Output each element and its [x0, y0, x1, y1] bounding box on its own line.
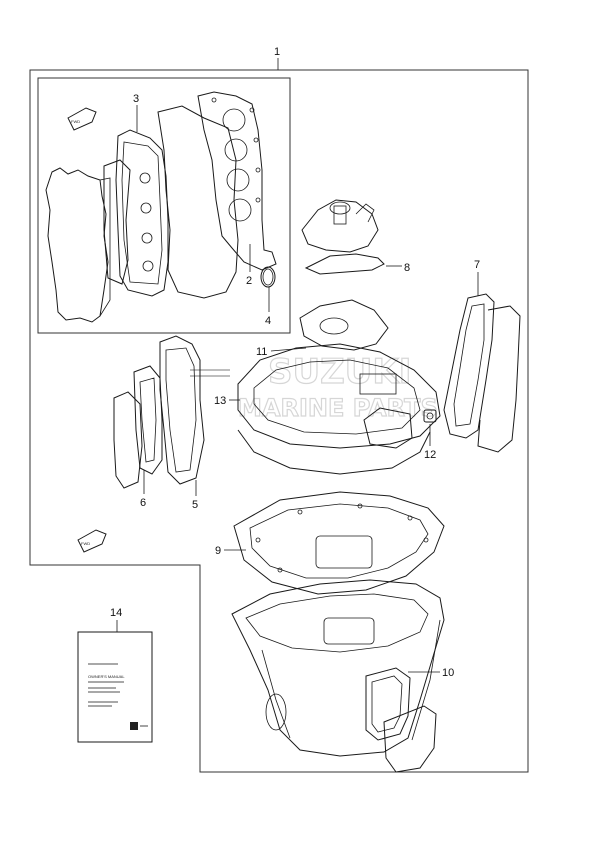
callout-13: 13: [214, 395, 240, 407]
callout-3: 3: [133, 93, 139, 132]
block-plate-gasket: [237, 343, 441, 449]
lower-cover-gasket: [365, 667, 437, 773]
svg-text:9: 9: [215, 545, 221, 557]
callout-2: 2: [246, 244, 252, 287]
head-cover-gasket: [115, 129, 169, 297]
callout-4: 4: [265, 287, 271, 327]
svg-text:SUZUKI: SUZUKI: [268, 352, 411, 392]
svg-text:14: 14: [110, 607, 122, 619]
o-ring-seal: [260, 266, 276, 288]
pan-cover-plate: [113, 391, 143, 489]
callout-6: 6: [140, 470, 146, 509]
callout-10: 10: [408, 667, 454, 679]
svg-text:FWD: FWD: [81, 541, 90, 546]
oil-strainer-gasket: [133, 365, 163, 475]
callout-12: 12: [424, 424, 436, 461]
svg-text:2: 2: [246, 275, 252, 287]
oil-seal: [423, 409, 437, 423]
svg-text:MARINE PARTS: MARINE PARTS: [238, 394, 438, 422]
svg-text:7: 7: [474, 259, 480, 271]
svg-text:10: 10: [442, 667, 454, 679]
svg-text:11: 11: [256, 346, 267, 358]
svg-text:8: 8: [404, 262, 410, 274]
thermostat-gasket: [304, 253, 385, 275]
callout-7: 7: [474, 259, 480, 296]
drive-shaft-housing: [231, 579, 445, 757]
cylinder-head-gasket: [197, 91, 277, 271]
svg-text:4: 4: [265, 315, 271, 327]
suzuki-logo-icon: [130, 722, 138, 730]
svg-text:12: 12: [424, 449, 436, 461]
svg-text:13: 13: [214, 395, 226, 407]
callout-14: 14: [110, 607, 122, 632]
thermostat-housing: [301, 199, 379, 253]
kit-frame: [29, 69, 529, 773]
callout-5: 5: [192, 480, 198, 511]
callout-8: 8: [386, 262, 410, 274]
watermark: SUZUKI MARINE PARTS: [190, 351, 438, 423]
block-lower-case: [237, 429, 431, 475]
svg-text:FWD: FWD: [71, 119, 80, 124]
upper-cover-plate: [299, 299, 389, 351]
svg-text:3: 3: [133, 93, 139, 105]
oil-pump-gasket: [159, 335, 205, 485]
callout-1: 1: [274, 46, 280, 70]
owners-manual: OWNER'S MANUAL: [77, 631, 153, 743]
svg-text:5: 5: [192, 499, 198, 511]
fwd-arrow-icon: FWD: [67, 107, 97, 131]
svg-text:1: 1: [274, 46, 280, 58]
svg-text:6: 6: [140, 497, 146, 509]
exhaust-cover-gasket: [443, 293, 521, 453]
svg-text:OWNER'S MANUAL: OWNER'S MANUAL: [88, 674, 125, 679]
cylinder-block-outline: [157, 105, 239, 299]
callout-9: 9: [215, 545, 246, 557]
intake-gasket: [103, 159, 131, 285]
callout-11: 11: [256, 346, 307, 358]
drive-shaft-housing-gasket: [233, 491, 445, 595]
side-cover-gasket: [45, 167, 109, 323]
cylinder-head-group-frame: [37, 77, 291, 334]
fwd-arrow-icon-lower: FWD: [77, 529, 107, 553]
